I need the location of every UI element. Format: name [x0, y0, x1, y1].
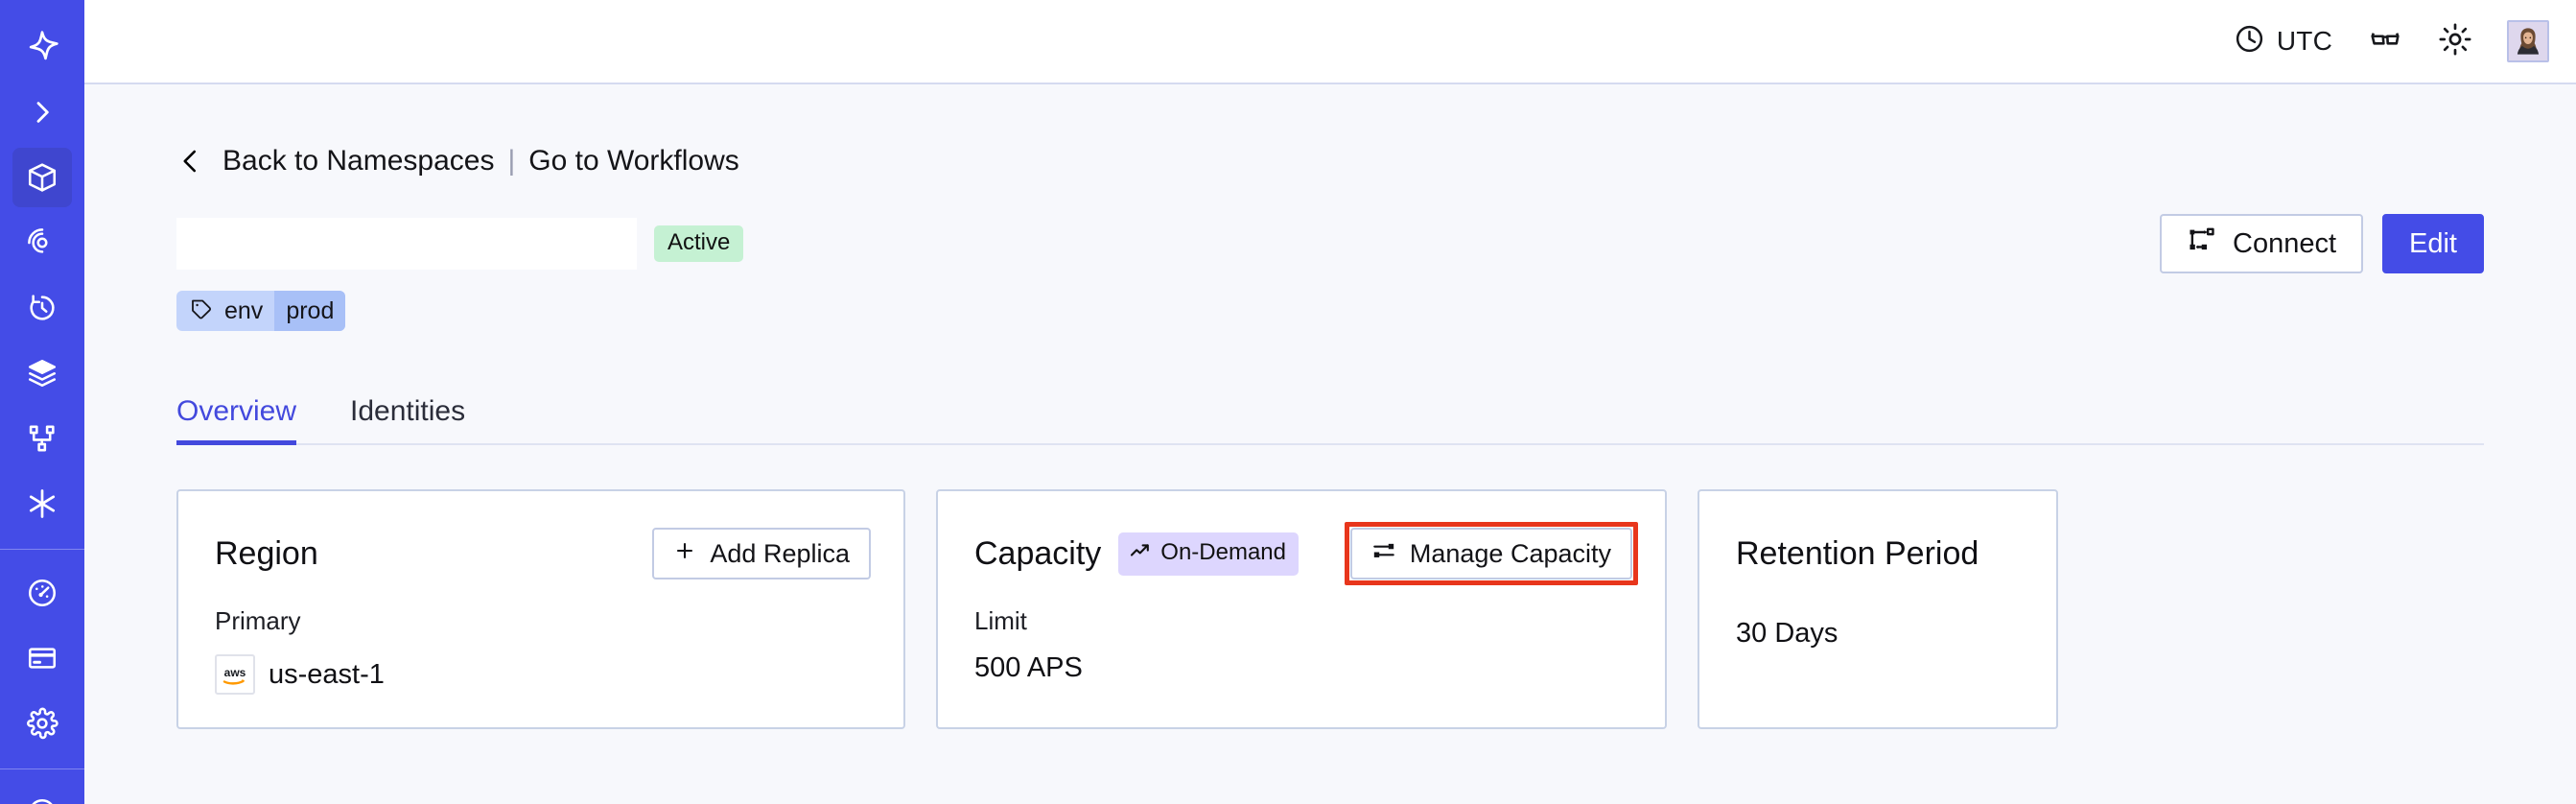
- glasses-button[interactable]: [2350, 14, 2421, 68]
- plus-icon: [673, 539, 696, 569]
- region-value-row: aws us-east-1: [215, 654, 871, 695]
- sidebar-item-help[interactable]: [12, 783, 72, 804]
- sidebar-item-usage[interactable]: [12, 563, 72, 623]
- namespace-tags: env prod: [176, 290, 2484, 332]
- timezone-selector[interactable]: UTC: [2216, 14, 2350, 68]
- tag-key-label: env: [224, 296, 264, 324]
- theme-toggle-button[interactable]: [2421, 14, 2490, 68]
- edit-button[interactable]: Edit: [2382, 214, 2484, 273]
- top-bar: UTC: [84, 0, 2576, 84]
- back-to-namespaces-link[interactable]: Back to Namespaces: [222, 145, 495, 177]
- sidebar-expand-button[interactable]: [12, 83, 72, 142]
- retention-value: 30 Days: [1736, 618, 1838, 649]
- trending-up-icon: [1129, 539, 1152, 567]
- add-replica-label: Add Replica: [710, 538, 850, 568]
- capacity-card-title: Capacity: [974, 535, 1102, 572]
- region-primary-label: Primary: [215, 606, 301, 635]
- timezone-label: UTC: [2276, 26, 2332, 56]
- tag-value-label: prod: [274, 291, 346, 331]
- region-card: Region Add Replica: [176, 489, 905, 729]
- sidebar-divider-top: [0, 549, 84, 550]
- capacity-card: Capacity On-Demand: [936, 489, 1667, 729]
- user-avatar: [2509, 22, 2547, 60]
- sidebar-item-settings[interactable]: [12, 694, 72, 753]
- go-to-workflows-link[interactable]: Go to Workflows: [528, 145, 739, 177]
- capacity-card-action: Manage Capacity: [1349, 528, 1632, 579]
- status-badge: Active: [654, 225, 744, 262]
- chevron-left-icon[interactable]: [176, 145, 205, 177]
- sidebar-item-billing[interactable]: [12, 628, 72, 688]
- sun-icon: [2438, 22, 2472, 61]
- page-title: [176, 218, 637, 270]
- sidebar-item-nexus[interactable]: [12, 474, 72, 533]
- sidebar-item-schedules[interactable]: [12, 278, 72, 338]
- avatar[interactable]: [2507, 20, 2549, 62]
- glasses-icon: [2367, 21, 2403, 62]
- sidebar-item-observability[interactable]: [12, 213, 72, 272]
- tab-bar: Overview Identities: [176, 386, 2484, 445]
- tab-identities[interactable]: Identities: [350, 395, 466, 427]
- aws-logo-icon: aws: [215, 654, 255, 695]
- connect-flow-icon: [2187, 225, 2217, 263]
- sidebar-item-workflows[interactable]: [12, 409, 72, 468]
- connect-button-label: Connect: [2233, 227, 2337, 259]
- overview-cards: Region Add Replica: [176, 489, 2484, 729]
- page-actions: Connect Edit: [2160, 214, 2484, 273]
- connect-button[interactable]: Connect: [2160, 214, 2364, 273]
- region-value-label: us-east-1: [269, 658, 385, 690]
- breadcrumb-separator: |: [507, 145, 516, 177]
- retention-card-header: Retention Period: [1736, 524, 2024, 583]
- manage-capacity-label: Manage Capacity: [1409, 538, 1611, 568]
- region-card-header: Region Add Replica: [215, 524, 871, 583]
- primary-sidebar: [0, 0, 84, 804]
- main-column: UTC: [84, 0, 2576, 804]
- retention-card-title: Retention Period: [1736, 535, 1979, 572]
- svg-text:aws: aws: [224, 666, 246, 679]
- capacity-card-header: Capacity On-Demand: [974, 524, 1632, 583]
- sliders-icon: [1371, 538, 1396, 570]
- region-card-title: Region: [215, 535, 318, 572]
- capacity-limit-value: 500 APS: [974, 652, 1083, 683]
- capacity-limit-label: Limit: [974, 606, 1027, 635]
- tab-overview[interactable]: Overview: [176, 397, 317, 445]
- namespace-title-row: Active: [176, 214, 2484, 273]
- tag-icon: [190, 297, 213, 325]
- retention-period-card: Retention Period 30 Days: [1698, 489, 2058, 729]
- edit-button-label: Edit: [2409, 227, 2457, 259]
- capacity-plan-label: On-Demand: [1160, 539, 1287, 565]
- manage-capacity-button[interactable]: Manage Capacity: [1349, 528, 1632, 579]
- sidebar-item-namespaces[interactable]: [12, 148, 72, 207]
- region-card-action: Add Replica: [652, 528, 871, 579]
- breadcrumb: Back to Namespaces | Go to Workflows: [176, 140, 2484, 182]
- tag-env-prod[interactable]: env prod: [176, 291, 346, 331]
- capacity-plan-badge: On-Demand: [1118, 532, 1300, 576]
- clock-icon: [2234, 23, 2265, 59]
- content-area: Back to Namespaces | Go to Workflows Act…: [84, 84, 2576, 804]
- sidebar-item-batch-operations[interactable]: [12, 343, 72, 403]
- temporal-logo-icon[interactable]: [12, 13, 72, 81]
- add-replica-button[interactable]: Add Replica: [652, 528, 871, 579]
